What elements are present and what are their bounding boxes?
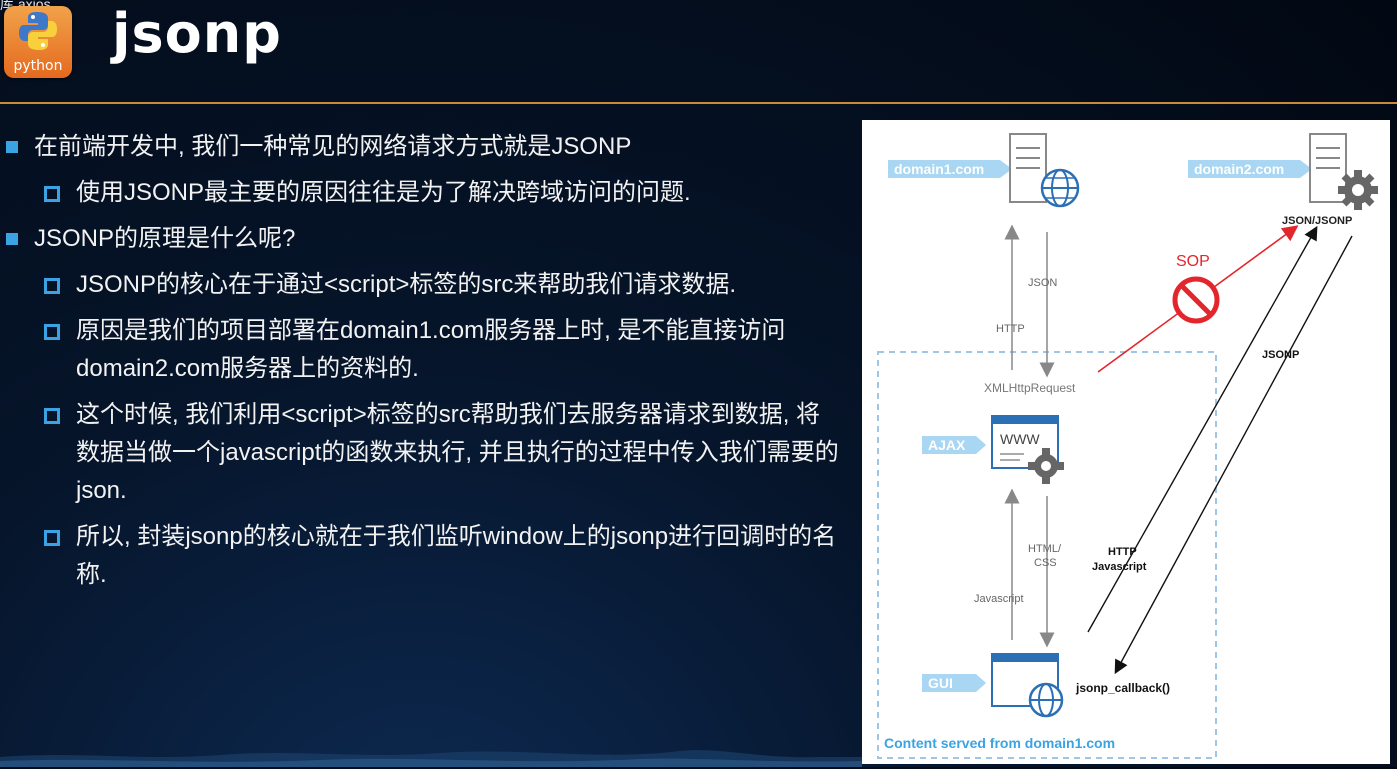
svg-text:WWW: WWW <box>1000 431 1040 447</box>
bullet-item: 在前端开发中, 我们一种常见的网络请求方式就是JSONP <box>0 128 840 166</box>
server-globe-icon <box>1009 133 1080 208</box>
bullet-item: 使用JSONP最主要的原因往往是为了解决跨域访问的问题. <box>0 174 840 212</box>
http-label: HTTP <box>996 323 1025 335</box>
svg-text:domain1.com: domain1.com <box>894 161 984 177</box>
bullet-list: 在前端开发中, 我们一种常见的网络请求方式就是JSONP 使用JSONP最主要的… <box>0 128 840 602</box>
javascript2-label: Javascript <box>1092 561 1147 573</box>
bullet-item: JSONP的原理是什么呢? <box>0 220 840 258</box>
browser-window-globe-icon <box>991 653 1064 718</box>
svg-text:GUI: GUI <box>928 675 953 691</box>
server-gear-icon <box>1309 133 1378 210</box>
python-logo: python <box>4 6 72 78</box>
css-label: CSS <box>1034 557 1057 569</box>
jsonp-callback-label: jsonp_callback() <box>1075 681 1170 695</box>
gui-tag: GUI <box>922 674 986 692</box>
bullet-item: 原因是我们的项目部署在domain1.com服务器上时, 是不能直接访问doma… <box>0 312 840 388</box>
bullet-item: JSONP的核心在于通过<script>标签的src来帮助我们请求数据. <box>0 266 840 304</box>
prohibited-icon <box>1172 276 1220 324</box>
hollow-square-bullet-icon <box>44 186 60 202</box>
square-bullet-icon <box>6 141 18 153</box>
xhr-label: XMLHttpRequest <box>984 381 1076 395</box>
content-served-label: Content served from domain1.com <box>884 735 1115 751</box>
http2-label: HTTP <box>1108 546 1137 558</box>
page-title: jsonp <box>112 2 282 65</box>
domain1-tag: domain1.com <box>888 160 1012 178</box>
web-window-gear-icon: WWW <box>991 415 1064 484</box>
decorative-wave <box>0 750 862 767</box>
javascript-label: Javascript <box>974 593 1024 605</box>
python-snake-icon <box>19 12 57 50</box>
hollow-square-bullet-icon <box>44 530 60 546</box>
html-label: HTML/ <box>1028 543 1062 555</box>
domain2-tag: domain2.com <box>1188 160 1312 178</box>
jsonp-label: JSONP <box>1262 349 1299 361</box>
sop-label: SOP <box>1176 253 1210 270</box>
svg-text:AJAX: AJAX <box>928 437 966 453</box>
json-label: JSON <box>1028 277 1057 289</box>
hollow-square-bullet-icon <box>44 278 60 294</box>
square-bullet-icon <box>6 233 18 245</box>
bullet-item: 所以, 封装jsonp的核心就在于我们监听window上的jsonp进行回调时的… <box>0 518 840 594</box>
svg-text:domain2.com: domain2.com <box>1194 161 1284 177</box>
hollow-square-bullet-icon <box>44 324 60 340</box>
ajax-tag: AJAX <box>922 436 986 454</box>
bullet-item: 这个时候, 我们利用<script>标签的src帮助我们去服务器请求到数据, 将… <box>0 396 840 510</box>
hollow-square-bullet-icon <box>44 408 60 424</box>
title-divider <box>0 102 1397 104</box>
jsonp-diagram: domain1.com domain2.com <box>862 120 1390 764</box>
logo-label: python <box>13 58 63 74</box>
json-jsonp-label: JSON/JSONP <box>1282 215 1352 227</box>
